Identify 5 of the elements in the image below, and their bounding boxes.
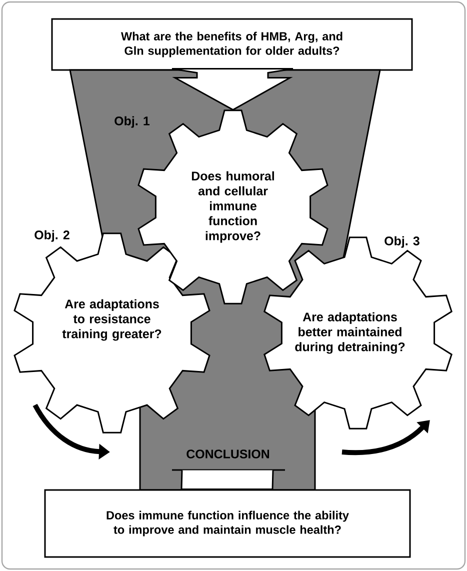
question-box: What are the benefits of HMB, Arg, and Gln supplementation for older adults?	[51, 18, 413, 71]
connector-stub	[180, 469, 274, 490]
objective-label: Obj. 3	[384, 236, 420, 248]
objective-label: Obj. 2	[34, 230, 70, 242]
pointer-notch	[171, 68, 294, 111]
